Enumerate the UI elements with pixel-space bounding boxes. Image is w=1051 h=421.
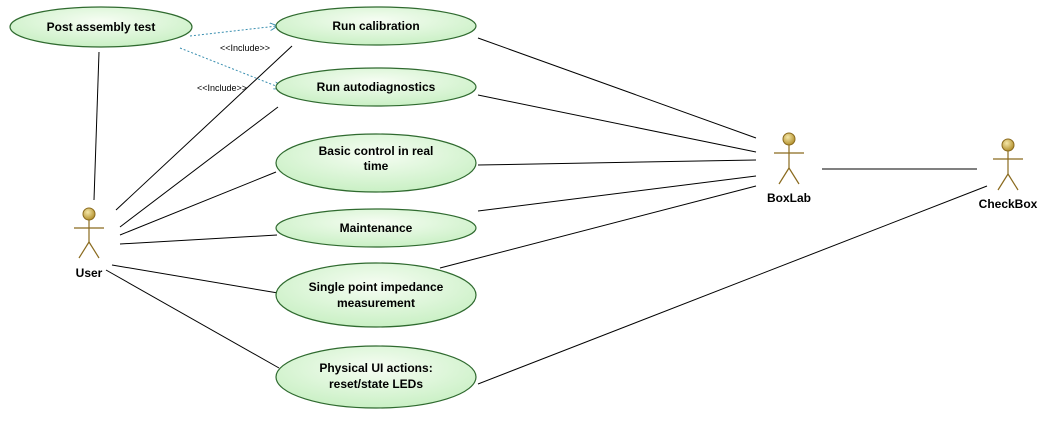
assoc-boxlab-basic-control [477,159,757,166]
svg-text:BoxLab: BoxLab [767,191,811,205]
actor-checkbox[interactable]: CheckBox [979,138,1038,211]
svg-text:User: User [76,266,103,280]
include-label-autodiagnostics: <<Include>> [197,83,247,93]
include-arrow-run-calibration [189,26,277,37]
usecase-run-calibration[interactable]: Run calibration [275,6,477,46]
svg-text:reset/state LEDs: reset/state LEDs [329,377,423,391]
assoc-user-basic-control [119,171,277,236]
assoc-user-single-point [111,264,279,294]
svg-text:CheckBox: CheckBox [979,197,1038,211]
actor-user-head-icon [82,207,96,221]
include-arrow-run-autodiagnostics [179,47,281,88]
svg-text:Maintenance: Maintenance [340,221,413,235]
actor-boxlab[interactable]: BoxLab [767,132,811,205]
svg-text:Basic control in real: Basic control in real [319,144,434,158]
svg-text:Run autodiagnostics: Run autodiagnostics [317,80,436,94]
svg-text:measurement: measurement [337,296,415,310]
svg-text:Post assembly test: Post assembly test [47,20,156,34]
actor-user[interactable]: User [74,207,104,280]
actor-checkbox-head-icon [1001,138,1015,152]
assoc-boxlab-single-point [439,185,757,269]
usecase-basic-control-real-time[interactable]: Basic control in real time [275,133,477,193]
svg-text:Run calibration: Run calibration [332,19,419,33]
assoc-user-run-calibration [115,45,293,211]
assoc-boxlab-run-autodiagnostics [477,94,757,153]
usecase-post-assembly-test[interactable]: Post assembly test [9,6,193,48]
actor-boxlab-head-icon [782,132,796,146]
assoc-user-post-assembly [93,51,100,201]
assoc-boxlab-maintenance [477,175,757,212]
usecase-run-autodiagnostics[interactable]: Run autodiagnostics [275,67,477,107]
usecase-single-point-impedance[interactable]: Single point impedance measurement [275,262,477,328]
assoc-user-maintenance [119,234,278,245]
assoc-checkbox-physical-ui [477,185,988,385]
svg-text:Physical UI actions:: Physical UI actions: [319,361,432,375]
assoc-user-physical-ui [105,269,280,369]
usecase-physical-ui-actions[interactable]: Physical UI actions: reset/state LEDs [275,345,477,409]
assoc-boxlab-run-calibration [477,37,757,139]
svg-text:Single point impedance: Single point impedance [309,280,444,294]
include-label-calibration: <<Include>> [220,43,270,53]
svg-text:time: time [364,159,389,173]
assoc-user-run-autodiagnostics [119,106,279,228]
usecase-maintenance[interactable]: Maintenance [275,208,477,248]
